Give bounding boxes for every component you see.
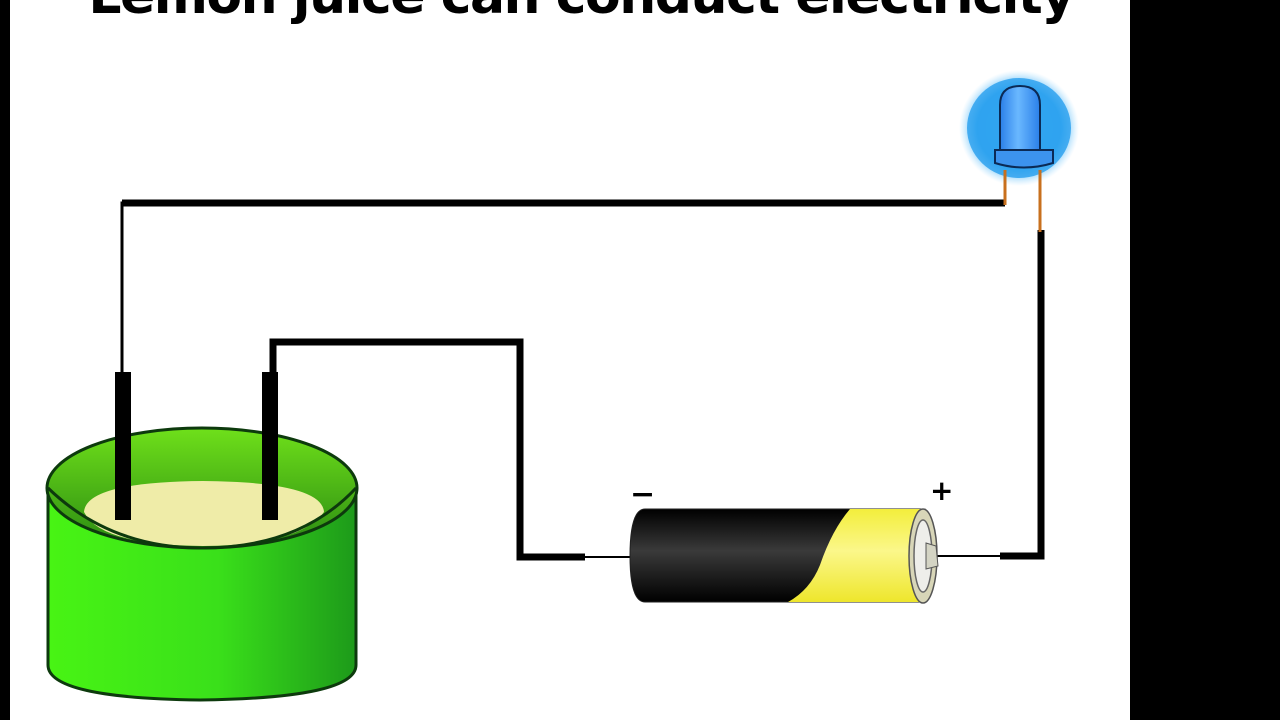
battery-icon — [629, 508, 939, 604]
battery-positive-label: + — [930, 474, 954, 507]
wire-battery-to-led — [1000, 230, 1045, 560]
wires — [120, 199, 1045, 561]
right-letterbox — [1130, 0, 1280, 720]
lemon-juice-container-icon — [45, 426, 359, 702]
slide: Lemon juice can conduct electricity — [10, 0, 1130, 720]
electrode-right — [262, 372, 278, 520]
wire-left-electrode-to-led — [120, 201, 1005, 372]
battery-negative-label: − — [630, 477, 656, 512]
led-icon — [959, 70, 1079, 232]
electrode-left — [115, 372, 131, 520]
wire-right-electrode-to-battery — [269, 338, 585, 561]
circuit-diagram — [45, 70, 1079, 702]
slide-title: Lemon juice can conduct electricity — [10, 0, 1130, 22]
left-letterbox — [0, 0, 10, 720]
